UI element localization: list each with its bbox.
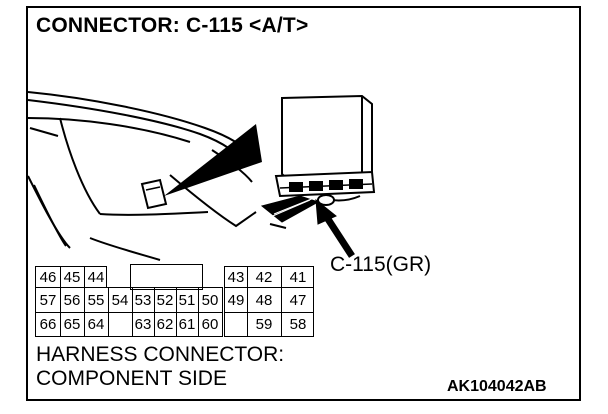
harness-drawing bbox=[260, 194, 361, 229]
pin-cell: 66 bbox=[39, 315, 57, 333]
pin-cell: 61 bbox=[178, 315, 196, 333]
pin-cell: 62 bbox=[156, 315, 174, 333]
connector-callout-label: C-115(GR) bbox=[330, 253, 432, 276]
dash-connector-drawing bbox=[140, 178, 168, 210]
page-title: CONNECTOR: C-115 <A/T> bbox=[36, 14, 309, 37]
pin-cell: 48 bbox=[255, 291, 273, 309]
pin-cell: 43 bbox=[227, 268, 245, 286]
leader-wedge bbox=[164, 124, 262, 196]
pin-cell: 44 bbox=[87, 268, 105, 286]
pin-cell: 49 bbox=[227, 291, 245, 309]
pin-cell: 53 bbox=[134, 291, 152, 309]
figure-frame bbox=[26, 6, 581, 401]
pin-group-right-top: 43 42 41 bbox=[224, 266, 314, 288]
pin-cell: 63 bbox=[134, 315, 152, 333]
control-unit-drawing bbox=[274, 94, 376, 198]
figure-code: AK104042AB bbox=[447, 378, 547, 395]
pin-cell: 64 bbox=[87, 315, 105, 333]
footer-line-1: HARNESS CONNECTOR: bbox=[36, 343, 285, 366]
pin-group-left-top: 46 45 44 bbox=[35, 266, 107, 288]
connector-key-tab bbox=[130, 264, 203, 290]
pin-cell: 46 bbox=[39, 268, 57, 286]
pin-cell: 47 bbox=[289, 291, 307, 309]
pin-cell: 58 bbox=[289, 315, 307, 333]
pin-cell: 51 bbox=[178, 291, 196, 309]
pin-cell: 54 bbox=[111, 291, 129, 309]
pin-cell: 57 bbox=[39, 291, 57, 309]
pin-cell: 65 bbox=[63, 315, 81, 333]
pin-cell: 60 bbox=[201, 315, 219, 333]
pin-cell: 42 bbox=[255, 268, 273, 286]
pin-cell: 59 bbox=[255, 315, 273, 333]
dashboard-drawing bbox=[27, 91, 257, 261]
callout-arrow bbox=[315, 198, 355, 258]
pin-cell: 50 bbox=[201, 291, 219, 309]
pin-cell: 52 bbox=[156, 291, 174, 309]
pin-group-left-main: 57 56 55 54 53 52 51 50 66 65 64 63 62 6… bbox=[35, 287, 223, 337]
pin-cell: 45 bbox=[63, 268, 81, 286]
pin-cell: 56 bbox=[63, 291, 81, 309]
footer-line-2: COMPONENT SIDE bbox=[36, 367, 227, 390]
pin-cell: 41 bbox=[289, 268, 307, 286]
pin-cell: 55 bbox=[87, 291, 105, 309]
pin-group-right-main: 49 48 47 59 58 bbox=[224, 287, 314, 337]
